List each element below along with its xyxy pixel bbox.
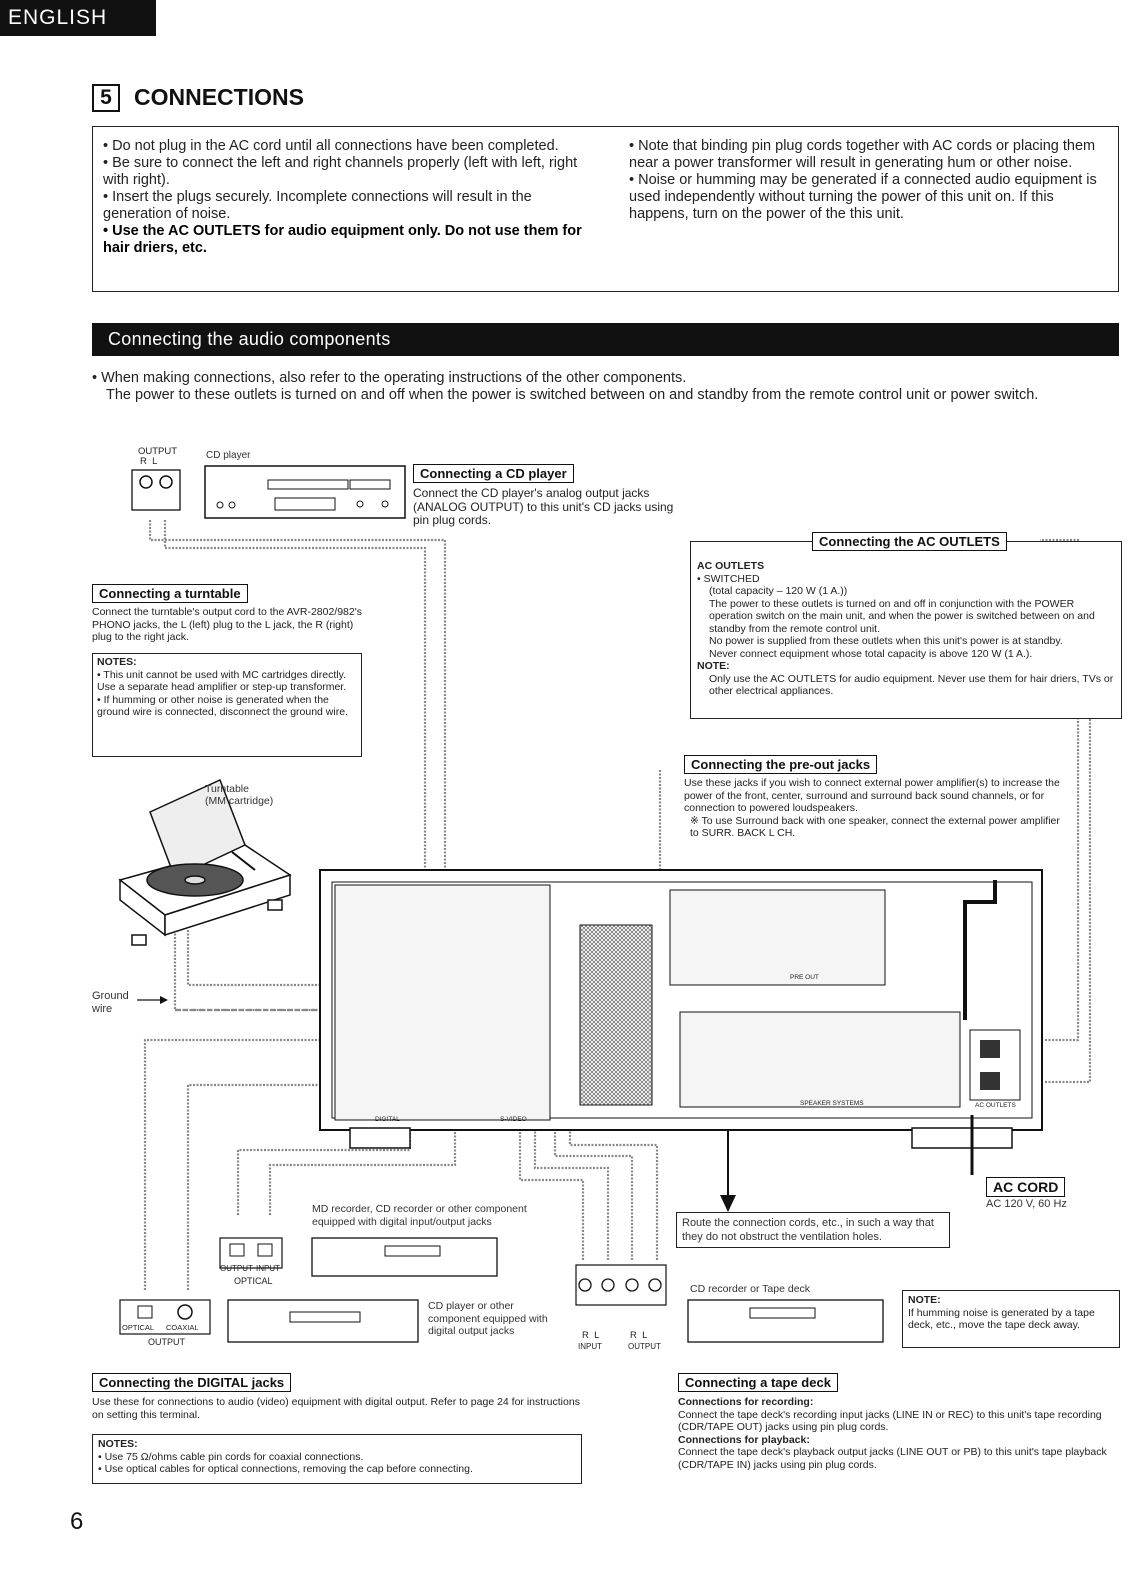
precaution-item: • Do not plug in the AC cord until all c… bbox=[103, 138, 559, 154]
preout-text: Use these jacks if you wish to connect e… bbox=[684, 777, 1060, 839]
tape-deck-text: Connections for recording: Connect the t… bbox=[678, 1396, 1107, 1471]
ac-cord-spec: AC 120 V, 60 Hz bbox=[986, 1198, 1067, 1210]
vent-arrow-head bbox=[720, 1195, 736, 1212]
precautions-left: • Do not plug in the AC cord until all c… bbox=[103, 138, 585, 257]
subsection-title: Connecting the audio components bbox=[92, 323, 1119, 356]
turntable-cable bbox=[186, 930, 345, 987]
cd-player-device bbox=[204, 465, 406, 519]
turntable-notes-head: NOTES: bbox=[97, 656, 137, 668]
tape-deck-device bbox=[687, 1299, 884, 1343]
turntable-note: • If humming or other noise is generated… bbox=[97, 693, 348, 719]
turntable-text: Connect the turntable's output cord to t… bbox=[92, 606, 362, 643]
precaution-item: • Note that binding pin plug cords toget… bbox=[629, 138, 1096, 171]
digital-cable bbox=[268, 1110, 457, 1215]
digital-text: Use these for connections to audio (vide… bbox=[92, 1396, 580, 1421]
section-title: CONNECTIONS bbox=[134, 84, 304, 110]
svideo-label: S-VIDEO bbox=[500, 1116, 527, 1123]
precaution-item: • Insert the plugs securely. Incomplete … bbox=[103, 189, 532, 222]
tape-jacks bbox=[575, 1264, 667, 1306]
preout-label: PRE OUT bbox=[790, 974, 819, 981]
precaution-item: • Be sure to connect the left and right … bbox=[103, 155, 578, 188]
ac-outlets-box: AC OUTLETS • SWITCHED (total capacity – … bbox=[690, 541, 1122, 719]
turntable-note: • This unit cannot be used with MC cartr… bbox=[97, 668, 347, 694]
ac-outlets-sub: AC OUTLETS bbox=[697, 560, 765, 572]
turntable-label: Turntable (MM cartridge) bbox=[205, 783, 274, 807]
tape-note: NOTE: If humming noise is generated by a… bbox=[902, 1290, 1120, 1348]
language-tab: ENGLISH bbox=[0, 0, 156, 36]
turntable-device bbox=[118, 778, 292, 946]
md-recorder-label: MD recorder, CD recorder or other compon… bbox=[312, 1203, 527, 1228]
digital-in-label: DIGITAL bbox=[375, 1116, 400, 1123]
cd-player-text: Connect the CD player's analog output ja… bbox=[413, 486, 674, 527]
ac-cord-label: AC CORD bbox=[986, 1177, 1066, 1197]
cd-rl-label: R L bbox=[140, 456, 158, 467]
vent-note: Route the connection cords, etc., in suc… bbox=[676, 1212, 950, 1248]
cd-cable bbox=[148, 520, 447, 968]
intro-text: • When making connections, also refer to… bbox=[92, 370, 1122, 404]
tape-rl-right: R L bbox=[630, 1330, 648, 1341]
precautions-box: • Do not plug in the AC cord until all c… bbox=[92, 126, 1119, 292]
cd-digital-coaxial: COAXIAL bbox=[166, 1323, 199, 1332]
precaution-item: • Noise or humming may be generated if a… bbox=[629, 172, 1097, 222]
md-input-label: INPUT bbox=[256, 1264, 280, 1273]
tape-rl-left: R L bbox=[582, 1330, 600, 1341]
cd-player-label: CD player bbox=[206, 450, 251, 461]
intro-line: • When making connections, also refer to… bbox=[92, 370, 687, 386]
preout-heading: Connecting the pre-out jacks bbox=[684, 755, 878, 774]
cd-player-heading: Connecting a CD player bbox=[413, 464, 574, 483]
speaker-label: SPEAKER SYSTEMS bbox=[800, 1100, 864, 1107]
digital-notes: NOTES: • Use 75 Ω/ohms cable pin cords f… bbox=[92, 1434, 582, 1484]
md-optical-label: OPTICAL bbox=[234, 1276, 273, 1286]
digital-heading: Connecting the DIGITAL jacks bbox=[92, 1373, 292, 1392]
precautions-right: • Note that binding pin plug cords toget… bbox=[629, 138, 1109, 223]
page-number: 6 bbox=[70, 1508, 84, 1535]
ac-outlets-p3: Never connect equipment whose total capa… bbox=[709, 647, 1033, 660]
ac-outlets-p1: The power to these outlets is turned on … bbox=[709, 597, 1095, 635]
cd-digital-label: CD player or other component equipped wi… bbox=[428, 1300, 548, 1337]
turntable-heading: Connecting a turntable bbox=[92, 584, 248, 603]
ac-outlets-switched: • SWITCHED bbox=[697, 572, 760, 585]
md-output-label: OUTPUT bbox=[220, 1264, 253, 1273]
tape-deck-label: CD recorder or Tape deck bbox=[690, 1283, 811, 1295]
ac-outlets-p2: No power is supplied from these outlets … bbox=[709, 635, 1063, 647]
ac-outlets-heading: Connecting the AC OUTLETS bbox=[812, 532, 1007, 551]
cd-digital-jacks bbox=[119, 1299, 211, 1335]
ground-wire-label: Ground wire bbox=[92, 990, 129, 1015]
tape-cable bbox=[568, 1060, 659, 1260]
precaution-item-bold: • Use the AC OUTLETS for audio equipment… bbox=[103, 223, 582, 256]
cd-digital-output: OUTPUT bbox=[148, 1337, 185, 1347]
turntable-cable bbox=[173, 930, 330, 1012]
turntable-notes: NOTES: • This unit cannot be used with M… bbox=[92, 653, 362, 757]
ac-outlets-capacity: (total capacity – 120 W (1 A.)) bbox=[709, 585, 848, 597]
cd-digital-optical: OPTICAL bbox=[122, 1323, 155, 1332]
ac-outlet-mini-label: AC OUTLETS bbox=[975, 1102, 1016, 1109]
tape-input-label: INPUT bbox=[578, 1342, 602, 1351]
optical-cable bbox=[143, 1038, 340, 1290]
receiver-rear-panel bbox=[319, 869, 1043, 1175]
section-number: 5 bbox=[92, 84, 120, 112]
tape-cable bbox=[533, 1030, 610, 1260]
tape-deck-heading: Connecting a tape deck bbox=[678, 1373, 838, 1392]
cd-cable bbox=[163, 520, 427, 968]
md-recorder-device bbox=[311, 1237, 498, 1277]
coaxial-cable bbox=[186, 1083, 340, 1290]
tape-output-label: OUTPUT bbox=[628, 1342, 661, 1351]
cd-output-jacks bbox=[131, 469, 181, 511]
ac-outlets-note-head: NOTE: bbox=[697, 660, 730, 672]
cd-digital-device bbox=[227, 1299, 419, 1343]
cd-output-label: OUTPUT bbox=[138, 446, 178, 457]
ac-outlets-note: Only use the AC OUTLETS for audio equipm… bbox=[709, 672, 1114, 698]
intro-line: The power to these outlets is turned on … bbox=[106, 387, 1039, 403]
